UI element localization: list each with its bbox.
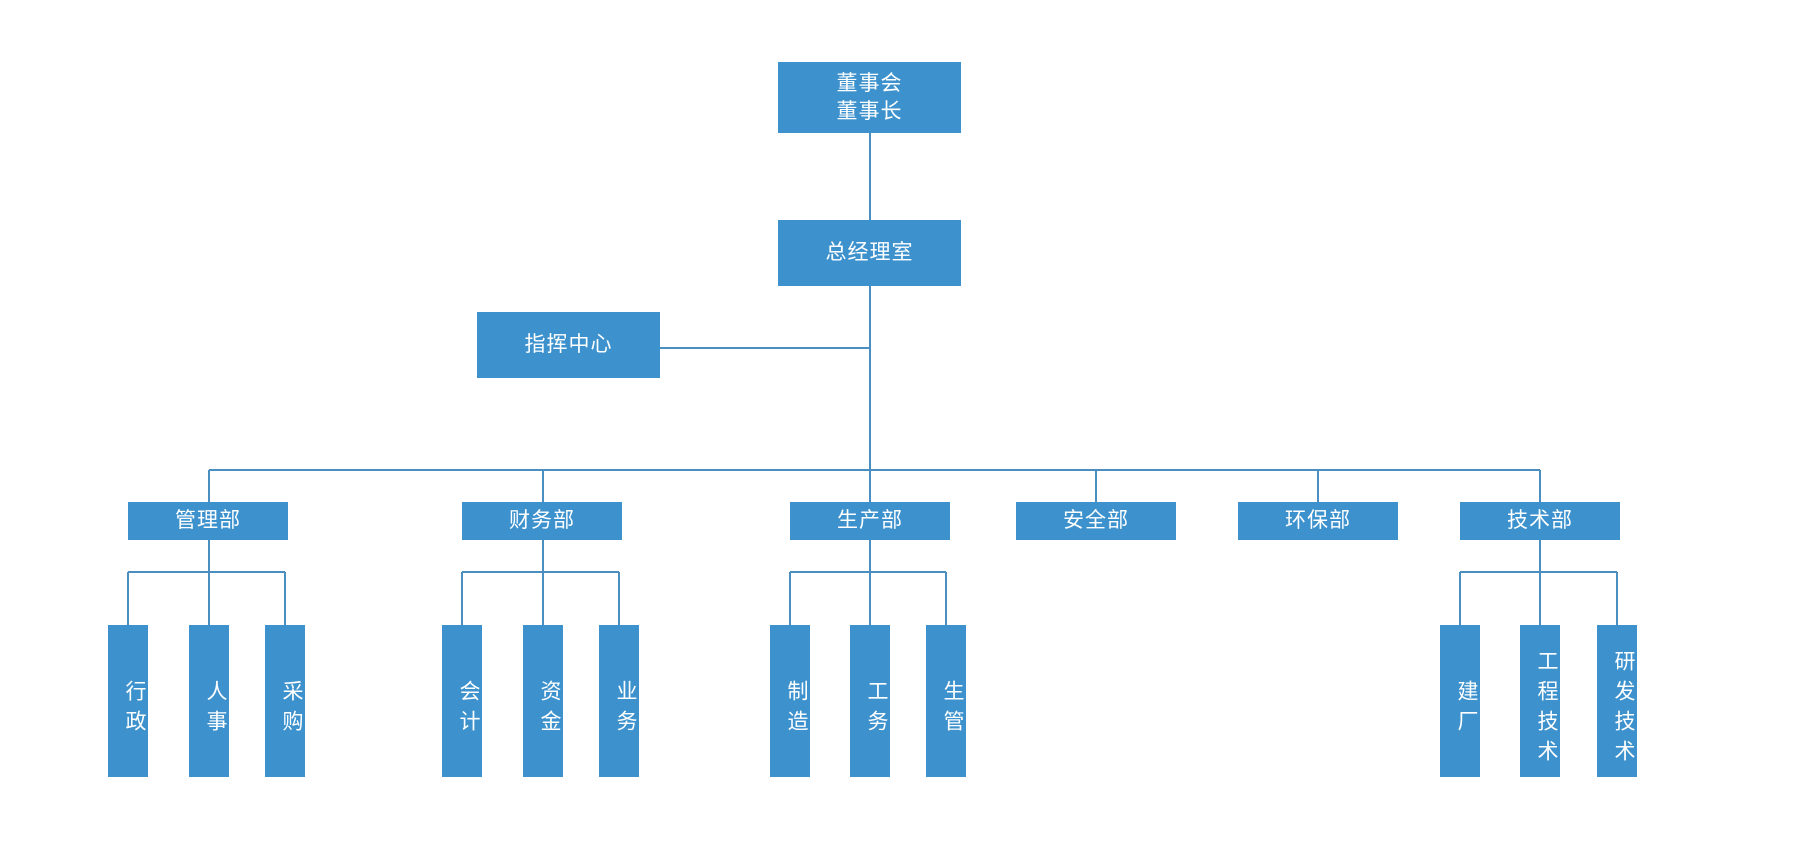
node-subunit-rd-tech[interactable]: 研发技术 (1597, 625, 1637, 777)
node-department-environment[interactable]: 环保部 (1238, 502, 1398, 540)
node-department-environment-label: 环保部 (1285, 508, 1351, 533)
node-command-center-label: 指挥中心 (524, 332, 613, 357)
node-subunit-accounting[interactable]: 会计 (442, 625, 482, 777)
node-subunit-business[interactable]: 业务 (599, 625, 639, 777)
node-department-management-label: 管理部 (175, 508, 241, 533)
node-subunit-plant-build[interactable]: 建厂 (1440, 625, 1480, 777)
node-subunit-manufacturing[interactable]: 制造 (770, 625, 810, 777)
node-subunit-manufacturing-label: 制造 (785, 680, 809, 740)
node-department-safety-label: 安全部 (1063, 508, 1129, 533)
node-department-production[interactable]: 生产部 (790, 502, 950, 540)
node-department-production-label: 生产部 (837, 508, 903, 533)
node-subunit-prod-mgmt[interactable]: 生管 (926, 625, 966, 777)
node-gm-office[interactable]: 总经理室 (778, 220, 961, 286)
node-subunit-rd-tech-label: 研发技术 (1612, 650, 1636, 770)
node-subunit-funds-label: 资金 (538, 680, 562, 740)
node-subunit-admin[interactable]: 行政 (108, 625, 148, 777)
node-subunit-hr-label: 人事 (204, 680, 228, 740)
node-subunit-eng-tech-label: 工程技术 (1535, 650, 1559, 770)
node-gm-office-label: 总经理室 (825, 240, 914, 265)
node-subunit-funds[interactable]: 资金 (523, 625, 563, 777)
node-board[interactable]: 董事会 董事长 (778, 62, 961, 133)
node-board-line2: 董事长 (836, 98, 903, 123)
node-subunit-prod-mgmt-label: 生管 (941, 680, 965, 740)
node-subunit-hr[interactable]: 人事 (189, 625, 229, 777)
node-subunit-plant-build-label: 建厂 (1455, 680, 1479, 740)
node-subunit-procurement[interactable]: 采购 (265, 625, 305, 777)
node-department-technology[interactable]: 技术部 (1460, 502, 1620, 540)
node-department-management[interactable]: 管理部 (128, 502, 288, 540)
node-subunit-admin-label: 行政 (123, 680, 147, 740)
node-subunit-procurement-label: 采购 (280, 680, 304, 740)
node-subunit-works[interactable]: 工务 (850, 625, 890, 777)
node-subunit-business-label: 业务 (614, 680, 638, 740)
node-subunit-works-label: 工务 (865, 680, 889, 740)
node-subunit-eng-tech[interactable]: 工程技术 (1520, 625, 1560, 777)
node-department-technology-label: 技术部 (1507, 508, 1573, 533)
node-department-safety[interactable]: 安全部 (1016, 502, 1176, 540)
node-command-center[interactable]: 指挥中心 (477, 312, 660, 378)
node-board-line1: 董事会 (836, 70, 903, 95)
node-department-finance-label: 财务部 (509, 508, 575, 533)
node-department-finance[interactable]: 财务部 (462, 502, 622, 540)
node-subunit-accounting-label: 会计 (457, 680, 481, 740)
